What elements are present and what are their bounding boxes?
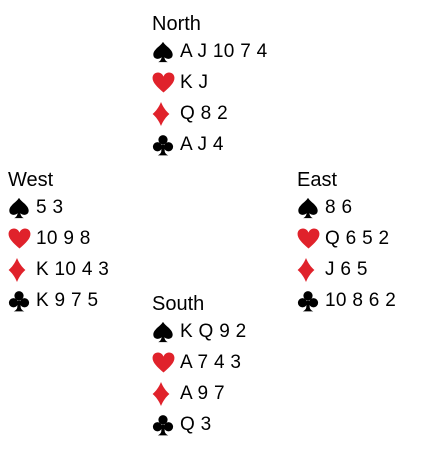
west-diamonds-row: K 10 4 3	[8, 254, 109, 285]
west-clubs-row: K 9 7 5	[8, 285, 109, 316]
diamond-icon	[152, 101, 178, 126]
north-clubs-row: A J 4	[152, 129, 268, 160]
north-spades-row: A J 10 7 4	[152, 36, 268, 67]
north-hand: North A J 10 7 4 K J Q 8 2 A J 4	[152, 12, 268, 160]
south-hand: South K Q 9 2 A 7 4 3 A 9 7 Q 3	[152, 292, 247, 440]
east-hearts-cards: Q 6 5 2	[325, 227, 390, 249]
south-hearts-cards: A 7 4 3	[180, 351, 242, 373]
north-hearts-row: K J	[152, 67, 268, 98]
north-spades-cards: A J 10 7 4	[180, 40, 268, 62]
west-spades-cards: 5 3	[36, 196, 64, 218]
west-hearts-cards: 10 9 8	[36, 227, 91, 249]
north-hearts-cards: K J	[180, 71, 209, 93]
west-hand: West 5 3 10 9 8 K 10 4 3 K 9 7 5	[8, 168, 109, 316]
club-icon	[152, 133, 178, 157]
heart-icon	[152, 351, 178, 375]
spade-icon	[152, 40, 178, 64]
east-spades-cards: 8 6	[325, 196, 353, 218]
east-hand: East 8 6 Q 6 5 2 J 6 5 10 8 6 2	[297, 168, 396, 316]
spade-icon	[8, 196, 34, 220]
west-spades-row: 5 3	[8, 192, 109, 223]
north-diamonds-cards: Q 8 2	[180, 102, 228, 124]
south-diamonds-row: A 9 7	[152, 378, 247, 409]
south-clubs-row: Q 3	[152, 409, 247, 440]
north-clubs-cards: A J 4	[180, 133, 224, 155]
club-icon	[8, 289, 34, 313]
diamond-icon	[152, 381, 178, 406]
south-hearts-row: A 7 4 3	[152, 347, 247, 378]
east-clubs-row: 10 8 6 2	[297, 285, 396, 316]
heart-icon	[8, 227, 34, 251]
south-diamonds-cards: A 9 7	[180, 382, 225, 404]
north-diamonds-row: Q 8 2	[152, 98, 268, 129]
south-spades-cards: K Q 9 2	[180, 320, 247, 342]
hand-name-east: East	[297, 169, 338, 191]
hand-name-north: North	[152, 13, 201, 35]
spade-icon	[297, 196, 323, 220]
hand-name-west: West	[8, 169, 54, 191]
diamond-icon	[8, 257, 34, 282]
west-diamonds-cards: K 10 4 3	[36, 258, 110, 280]
diamond-icon	[297, 257, 323, 282]
spade-icon	[152, 320, 178, 344]
heart-icon	[297, 227, 323, 251]
east-diamonds-row: J 6 5	[297, 254, 396, 285]
club-icon	[152, 413, 178, 437]
heart-icon	[152, 71, 178, 95]
west-clubs-cards: K 9 7 5	[36, 289, 99, 311]
hand-name-south: South	[152, 293, 205, 315]
south-clubs-cards: Q 3	[180, 413, 212, 435]
club-icon	[297, 289, 323, 313]
south-spades-row: K Q 9 2	[152, 316, 247, 347]
west-hearts-row: 10 9 8	[8, 223, 109, 254]
east-clubs-cards: 10 8 6 2	[325, 289, 397, 311]
east-spades-row: 8 6	[297, 192, 396, 223]
east-diamonds-cards: J 6 5	[325, 258, 368, 280]
east-hearts-row: Q 6 5 2	[297, 223, 396, 254]
